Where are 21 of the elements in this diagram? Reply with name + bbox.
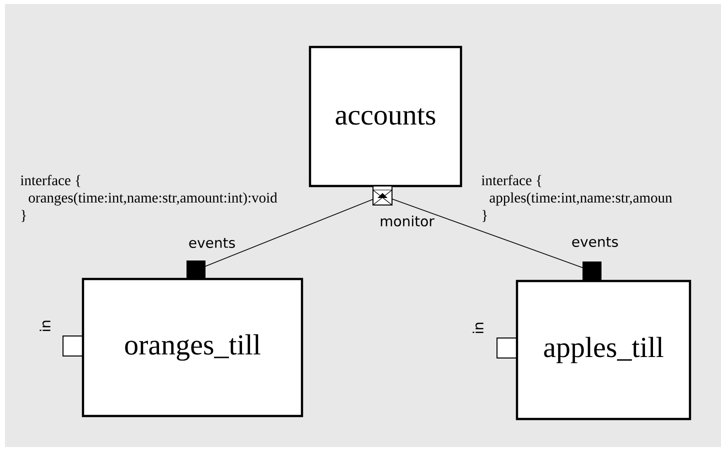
port-label: events bbox=[189, 238, 235, 248]
interface-text: } bbox=[22, 210, 26, 222]
input-port bbox=[62, 336, 84, 356]
interface-text: oranges(time:int,name:str,amount:int):void bbox=[28, 192, 278, 206]
component-box: oranges_till bbox=[82, 278, 304, 418]
connector-line bbox=[205, 199, 373, 267]
interface-text: apples(time:int,name:str,amoun bbox=[490, 192, 672, 206]
event-port bbox=[582, 262, 602, 280]
component-box: accounts bbox=[308, 46, 462, 188]
interface-text: interface { bbox=[482, 174, 542, 188]
port-label: events bbox=[572, 236, 618, 248]
component-box: apples_till bbox=[516, 280, 692, 420]
connector-line bbox=[392, 198, 583, 268]
input-port bbox=[496, 338, 518, 358]
interface-text: interface { bbox=[20, 174, 80, 188]
monitor-port bbox=[372, 186, 393, 206]
port-label: in bbox=[40, 320, 50, 332]
event-port bbox=[186, 260, 206, 280]
interface-text: } bbox=[482, 210, 487, 222]
port-label: in bbox=[472, 322, 484, 334]
port-label: monitor bbox=[380, 216, 434, 226]
